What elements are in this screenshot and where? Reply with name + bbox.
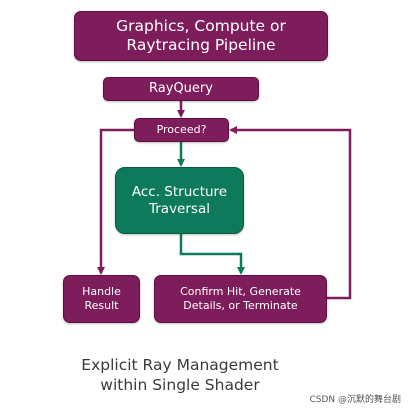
node-confirm-line2: Details, or Terminate [183, 299, 298, 312]
node-pipeline-line1: Graphics, Compute or [116, 16, 286, 35]
node-confirm-line1: Confirm Hit, Generate [180, 285, 301, 299]
caption-line2: within Single Shader [100, 376, 260, 395]
node-proceed: Proceed? [134, 118, 229, 142]
node-handle-line2: Result [84, 299, 119, 312]
edge-traversal-to-confirm [179, 234, 245, 275]
node-rayquery: RayQuery [103, 77, 259, 101]
node-rayquery-label: RayQuery [149, 80, 213, 96]
node-accel-line2: Traversal [148, 200, 210, 217]
node-pipeline-line2: Raytracing Pipeline [126, 36, 276, 54]
node-handle-result: Handle Result [63, 275, 140, 323]
node-handle-line1: Handle [82, 285, 121, 299]
node-proceed-label: Proceed? [156, 123, 207, 137]
node-pipeline: Graphics, Compute or Raytracing Pipeline [74, 11, 328, 61]
watermark: CSDN @沉默的舞台剧 [309, 395, 401, 405]
node-confirm-hit: Confirm Hit, Generate Details, or Termin… [154, 275, 327, 323]
edge-proceed-to-handle [97, 128, 134, 275]
node-accel-structure-traversal: Acc. Structure Traversal [115, 167, 244, 234]
edge-confirm-to-proceed-loop [229, 126, 352, 300]
diagram-caption: Explicit Ray Management within Single Sh… [60, 355, 300, 395]
caption-line1: Explicit Ray Management [81, 356, 279, 374]
node-accel-line1: Acc. Structure [131, 183, 228, 200]
